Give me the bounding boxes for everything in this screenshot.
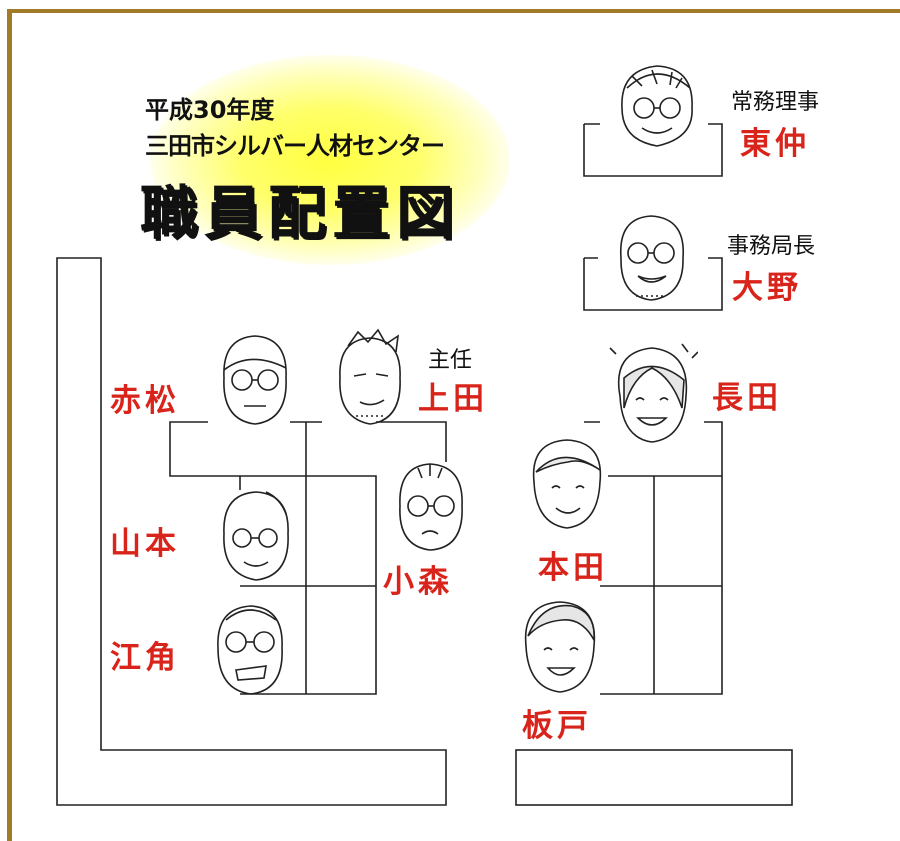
director-name: 東仲	[740, 126, 810, 162]
desk-group-right	[584, 421, 723, 695]
secretary-general-name: 大野	[732, 270, 802, 306]
title-year: 平成30年度	[145, 96, 275, 124]
secretary-general-role: 事務局長	[727, 234, 816, 259]
frame-top	[0, 0, 900, 11]
itado-portrait-icon	[524, 601, 596, 693]
chief-name: 上田	[418, 381, 488, 417]
counter-right	[515, 749, 793, 806]
honda-portrait-icon	[532, 439, 602, 529]
komori-name: 小森	[383, 564, 453, 600]
yamamoto-portrait-icon	[223, 491, 289, 581]
yamamoto-name: 山本	[110, 526, 180, 562]
desk-secretary-general	[583, 257, 723, 311]
nagata-portrait-icon	[609, 343, 698, 443]
komori-portrait-icon	[399, 463, 463, 551]
desk-group-left	[169, 421, 377, 695]
title-organization: 三田市シルバー人材センター	[145, 132, 445, 160]
counter-l-shape	[56, 257, 447, 806]
chief-role: 主任	[428, 348, 473, 373]
director-role: 常務理事	[731, 90, 820, 115]
nagata-name: 長田	[712, 380, 782, 416]
akamatsu-name: 赤松	[110, 383, 180, 419]
honda-name: 本田	[538, 550, 608, 586]
esumi-portrait-icon	[217, 605, 283, 695]
page-title: 職員配置図	[140, 179, 461, 247]
ueda-portrait-icon	[339, 328, 401, 425]
secretary-general-portrait-icon	[619, 215, 684, 301]
itado-name: 板戸	[522, 708, 592, 744]
frame-border-left	[7, 9, 12, 841]
director-portrait-icon	[621, 65, 693, 147]
akamatsu-portrait-icon	[223, 335, 287, 425]
desk-director	[583, 123, 723, 177]
frame-border-top	[7, 9, 900, 13]
esumi-name: 江角	[110, 640, 180, 676]
title-highlight	[150, 55, 510, 265]
